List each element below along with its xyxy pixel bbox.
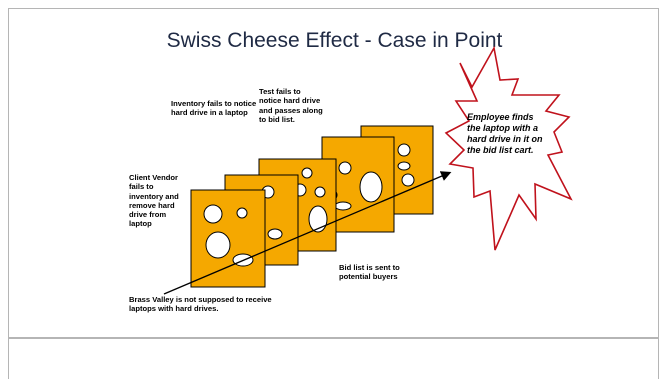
test-label: Test fails to notice hard drive and pass… bbox=[259, 87, 323, 124]
cheese-slice-1 bbox=[190, 189, 266, 288]
employee-label: Employee finds the laptop with a hard dr… bbox=[467, 112, 543, 155]
trajectory-arrow bbox=[163, 171, 452, 295]
slide-title: Swiss Cheese Effect - Case in Point bbox=[166, 29, 503, 52]
bid-list-label: Bid list is sent to potential buyers bbox=[339, 263, 400, 282]
employee-starburst bbox=[444, 45, 573, 251]
swiss-cheese-diagram bbox=[163, 45, 573, 295]
inventory-label: Inventory fails to notice hard drive in … bbox=[171, 99, 257, 118]
brass-valley-label: Brass Valley is not supposed to receive … bbox=[129, 295, 272, 314]
slide: Swiss Cheese Effect - Case in Point bbox=[8, 8, 659, 338]
client-vendor-label: Client Vendor fails to inventory and rem… bbox=[129, 173, 179, 229]
notes-area bbox=[8, 338, 659, 379]
